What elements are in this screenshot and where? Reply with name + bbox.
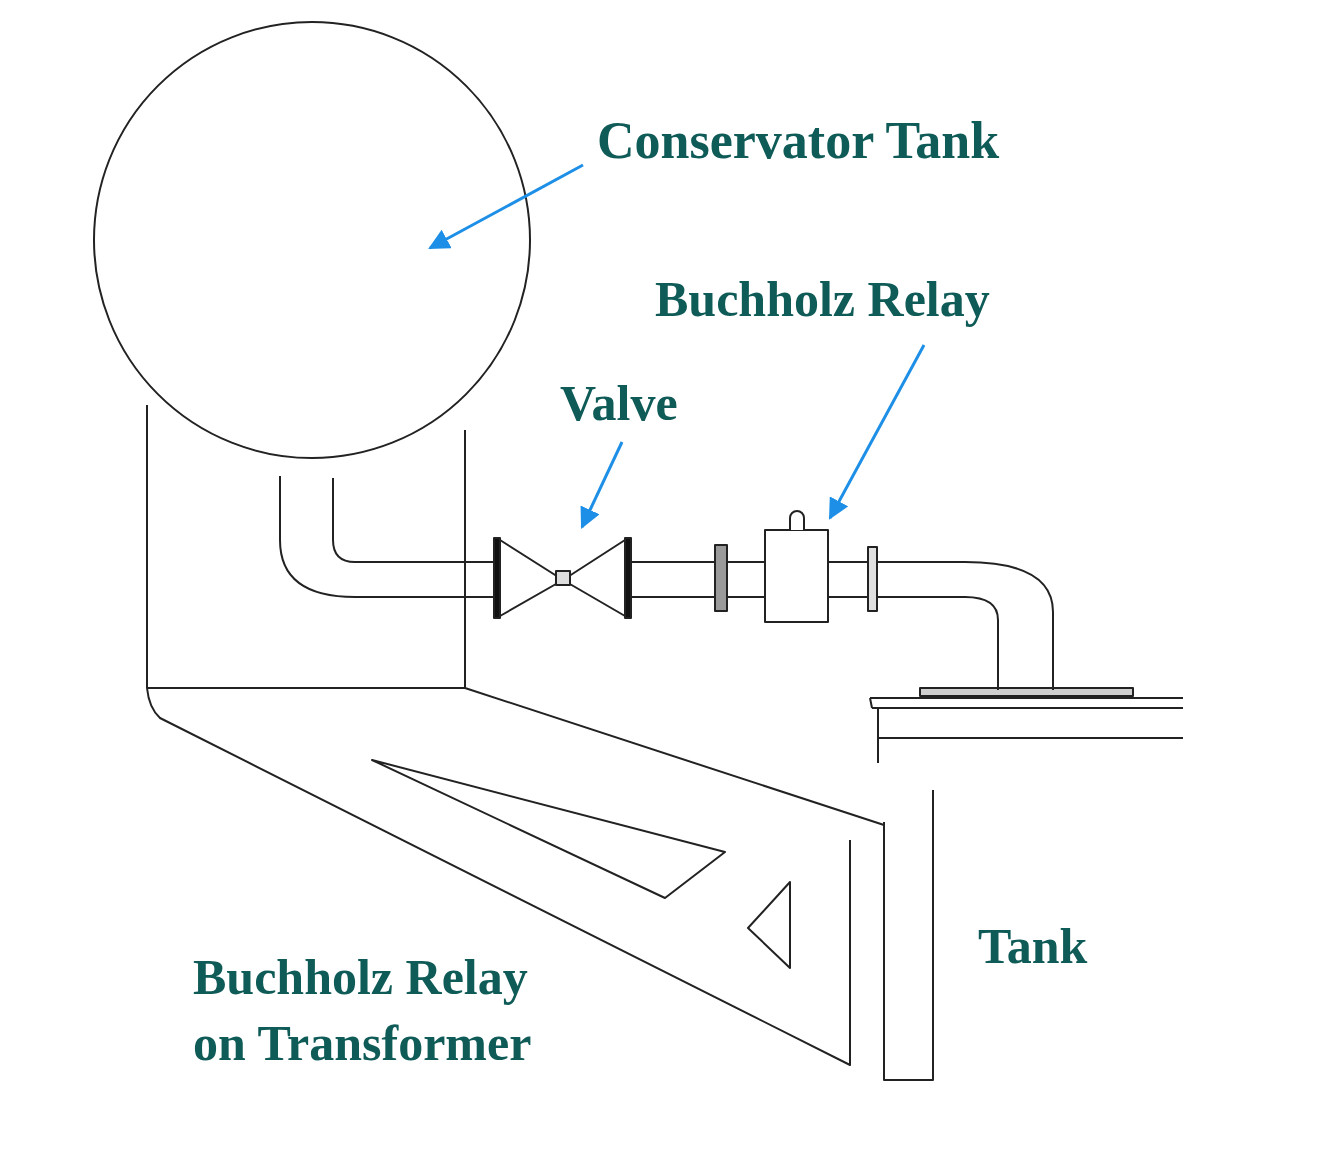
- tank-top: [870, 698, 1183, 763]
- pipe-flange: [715, 545, 727, 611]
- pipe-flange: [868, 547, 877, 611]
- bracket-arm: [147, 688, 884, 1065]
- relay-lug: [790, 511, 804, 530]
- conservator-tank: [94, 22, 530, 458]
- part-label: Valve: [560, 372, 678, 435]
- pipe: [877, 562, 1053, 690]
- buchholz-relay: [765, 530, 828, 622]
- bracket-cutout: [372, 760, 725, 898]
- pipe: [828, 562, 868, 597]
- valve-stem: [556, 571, 570, 585]
- pipe-base-plate: [920, 688, 1133, 696]
- part-label: Conservator Tank: [597, 108, 999, 173]
- pipe: [631, 562, 715, 597]
- valve-body: [500, 540, 625, 616]
- pipe: [280, 476, 495, 597]
- leader-arrow: [582, 442, 622, 527]
- part-label: Tank: [978, 915, 1087, 978]
- bracket-notch: [748, 882, 790, 968]
- leader-arrow: [430, 165, 583, 248]
- leader-arrow: [830, 345, 924, 518]
- tank-wall: [884, 790, 933, 1080]
- part-label: Buchholz Relay: [655, 268, 990, 331]
- caption: Buchholz Relay on Transformer: [193, 944, 557, 1076]
- pipe: [727, 562, 765, 597]
